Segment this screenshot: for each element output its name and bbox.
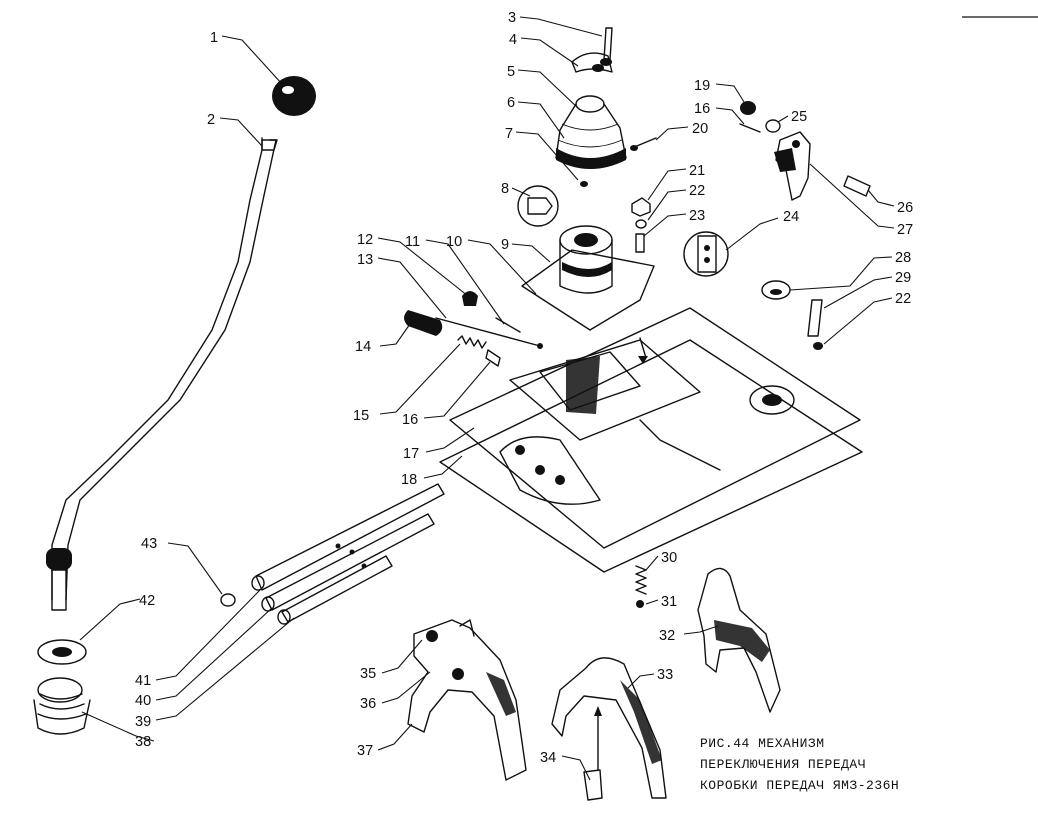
part-bolt-34	[583, 706, 603, 801]
callout-17: 17	[403, 446, 419, 462]
callout-28: 28	[895, 250, 911, 266]
callout-22-top: 22	[689, 183, 705, 199]
callout-34: 34	[540, 750, 556, 766]
callout-32: 32	[659, 628, 675, 644]
callout-4: 4	[509, 32, 517, 48]
callout-33: 33	[657, 667, 673, 683]
callout-26: 26	[897, 200, 913, 216]
callout-24: 24	[783, 209, 799, 225]
part-selector-bracket	[739, 101, 811, 201]
part-fork-32	[697, 567, 781, 713]
callout-5: 5	[507, 64, 515, 80]
part-washer-spring	[33, 639, 91, 735]
callout-19: 19	[694, 78, 710, 94]
leader-lines	[79, 16, 895, 781]
callout-16-bracket: 16	[694, 101, 710, 117]
callout-27: 27	[897, 222, 913, 238]
part-knob	[272, 76, 316, 116]
callout-3: 3	[508, 10, 516, 26]
callout-10: 10	[446, 234, 462, 250]
callout-12: 12	[357, 232, 373, 248]
part-top-cover	[439, 307, 863, 573]
callout-6: 6	[507, 95, 515, 111]
callout-18: 18	[401, 472, 417, 488]
callout-42: 42	[139, 593, 155, 609]
part-nut-stud	[631, 197, 651, 253]
callout-9: 9	[501, 237, 509, 253]
part-small-pins	[435, 291, 543, 349]
callout-35: 35	[360, 666, 376, 682]
part-gear-lever	[46, 137, 278, 611]
callout-11: 11	[405, 234, 420, 250]
callout-37: 37	[357, 743, 373, 759]
callout-13: 13	[357, 252, 373, 268]
callout-1: 1	[210, 30, 218, 46]
part-plug-inset	[517, 185, 559, 227]
callout-22-right: 22	[895, 291, 911, 307]
part-fork-33	[551, 657, 667, 799]
part-shift-rods	[251, 483, 445, 625]
callout-labels: 1 2 3 4 5 6 7 8 9 10 11 12 13 14 15 16 1…	[135, 10, 913, 766]
part-fork-35	[407, 619, 527, 781]
caption-line-2: ПЕРЕКЛЮЧЕНИЯ ПЕРЕДАЧ	[700, 757, 867, 772]
part-plug-26	[843, 175, 871, 197]
part-boot	[555, 95, 627, 187]
callout-36: 36	[360, 696, 376, 712]
part-bolt-20	[630, 137, 657, 151]
callout-21: 21	[689, 163, 705, 179]
callout-8: 8	[501, 181, 509, 197]
part-spring-ball	[635, 565, 647, 608]
callout-2: 2	[207, 112, 215, 128]
callout-38: 38	[135, 734, 151, 750]
callout-20: 20	[692, 121, 708, 137]
caption-line-3: КОРОБКИ ПЕРЕДАЧ ЯМЗ-236Н	[700, 778, 900, 793]
callout-7: 7	[505, 126, 513, 142]
part-clamp-bolt	[571, 27, 613, 73]
callout-16-plunger: 16	[402, 412, 418, 428]
callout-31: 31	[661, 594, 677, 610]
callout-25: 25	[791, 109, 807, 125]
part-spring-plunger	[457, 335, 501, 367]
part-lever-housing	[521, 225, 655, 331]
callout-14: 14	[355, 339, 371, 355]
callout-29: 29	[895, 270, 911, 286]
figure-caption: РИС.44 МЕХАНИЗМ ПЕРЕКЛЮЧЕНИЯ ПЕРЕДАЧ КОР…	[700, 733, 899, 796]
part-latch	[404, 310, 443, 336]
callout-30: 30	[661, 550, 677, 566]
caption-line-1: РИС.44 МЕХАНИЗМ	[700, 736, 825, 751]
callout-23: 23	[689, 208, 705, 224]
callout-15: 15	[353, 408, 369, 424]
callout-40: 40	[135, 693, 151, 709]
callout-41: 41	[135, 673, 151, 689]
callout-43: 43	[141, 536, 157, 552]
part-fork-inset	[638, 231, 729, 364]
part-breather	[761, 280, 823, 350]
callout-39: 39	[135, 714, 151, 730]
part-ball-43	[220, 593, 236, 607]
